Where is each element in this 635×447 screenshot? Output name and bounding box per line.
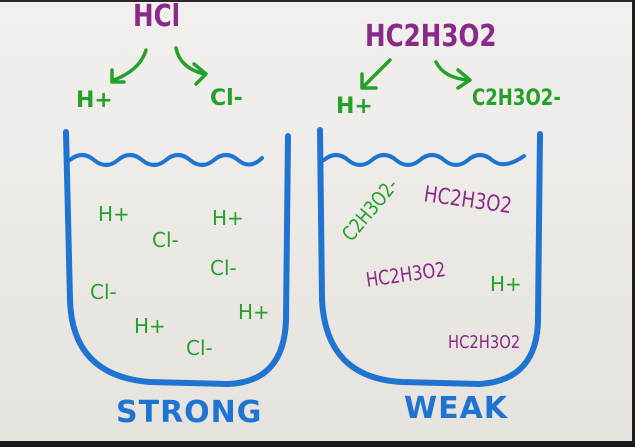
strong-beaker-ion: Cl- (210, 256, 237, 280)
strong-acid-formula: HCl (133, 0, 181, 34)
top-border (0, 0, 635, 2)
strong-beaker-ion: Cl- (186, 336, 213, 360)
weak-arrow-right-head (456, 68, 472, 90)
strong-arrow-right-head (192, 62, 208, 86)
strong-beaker-ion: H+ (134, 314, 166, 338)
strong-arrow-left-head (110, 68, 126, 84)
right-border (632, 0, 635, 447)
strong-arrow-right (174, 46, 206, 76)
strong-beaker-ion: H+ (238, 300, 270, 324)
weak-acetate-ion: C2H3O2- (472, 86, 561, 111)
weak-arrow-left-head (360, 72, 378, 90)
strong-beaker-ion: Cl- (152, 228, 179, 252)
weak-caption: WEAK (404, 391, 509, 426)
weak-arrow-right (434, 60, 470, 82)
strong-arrow-left (112, 48, 148, 82)
strong-beaker-ion: Cl- (90, 280, 117, 304)
weak-beaker-outline (317, 127, 543, 387)
weak-hydrogen-ion: H+ (336, 94, 373, 119)
strong-hydrogen-ion: H+ (76, 88, 113, 113)
strong-caption: STRONG (116, 395, 263, 430)
weak-water-line (322, 153, 526, 167)
strong-beaker-ion: H+ (98, 202, 130, 226)
weak-acid-formula: HC2H3O2 (365, 19, 497, 54)
strong-beaker-ion: H+ (212, 206, 244, 230)
strong-chloride-ion: Cl- (210, 86, 243, 111)
weak-beaker-species: HC2H3O2 (448, 332, 521, 353)
weak-arrow-left (362, 58, 392, 88)
bottom-border (0, 441, 635, 447)
strong-beaker-outline (63, 129, 291, 387)
weak-beaker-species: H+ (490, 272, 522, 296)
strong-water-line (68, 153, 264, 167)
